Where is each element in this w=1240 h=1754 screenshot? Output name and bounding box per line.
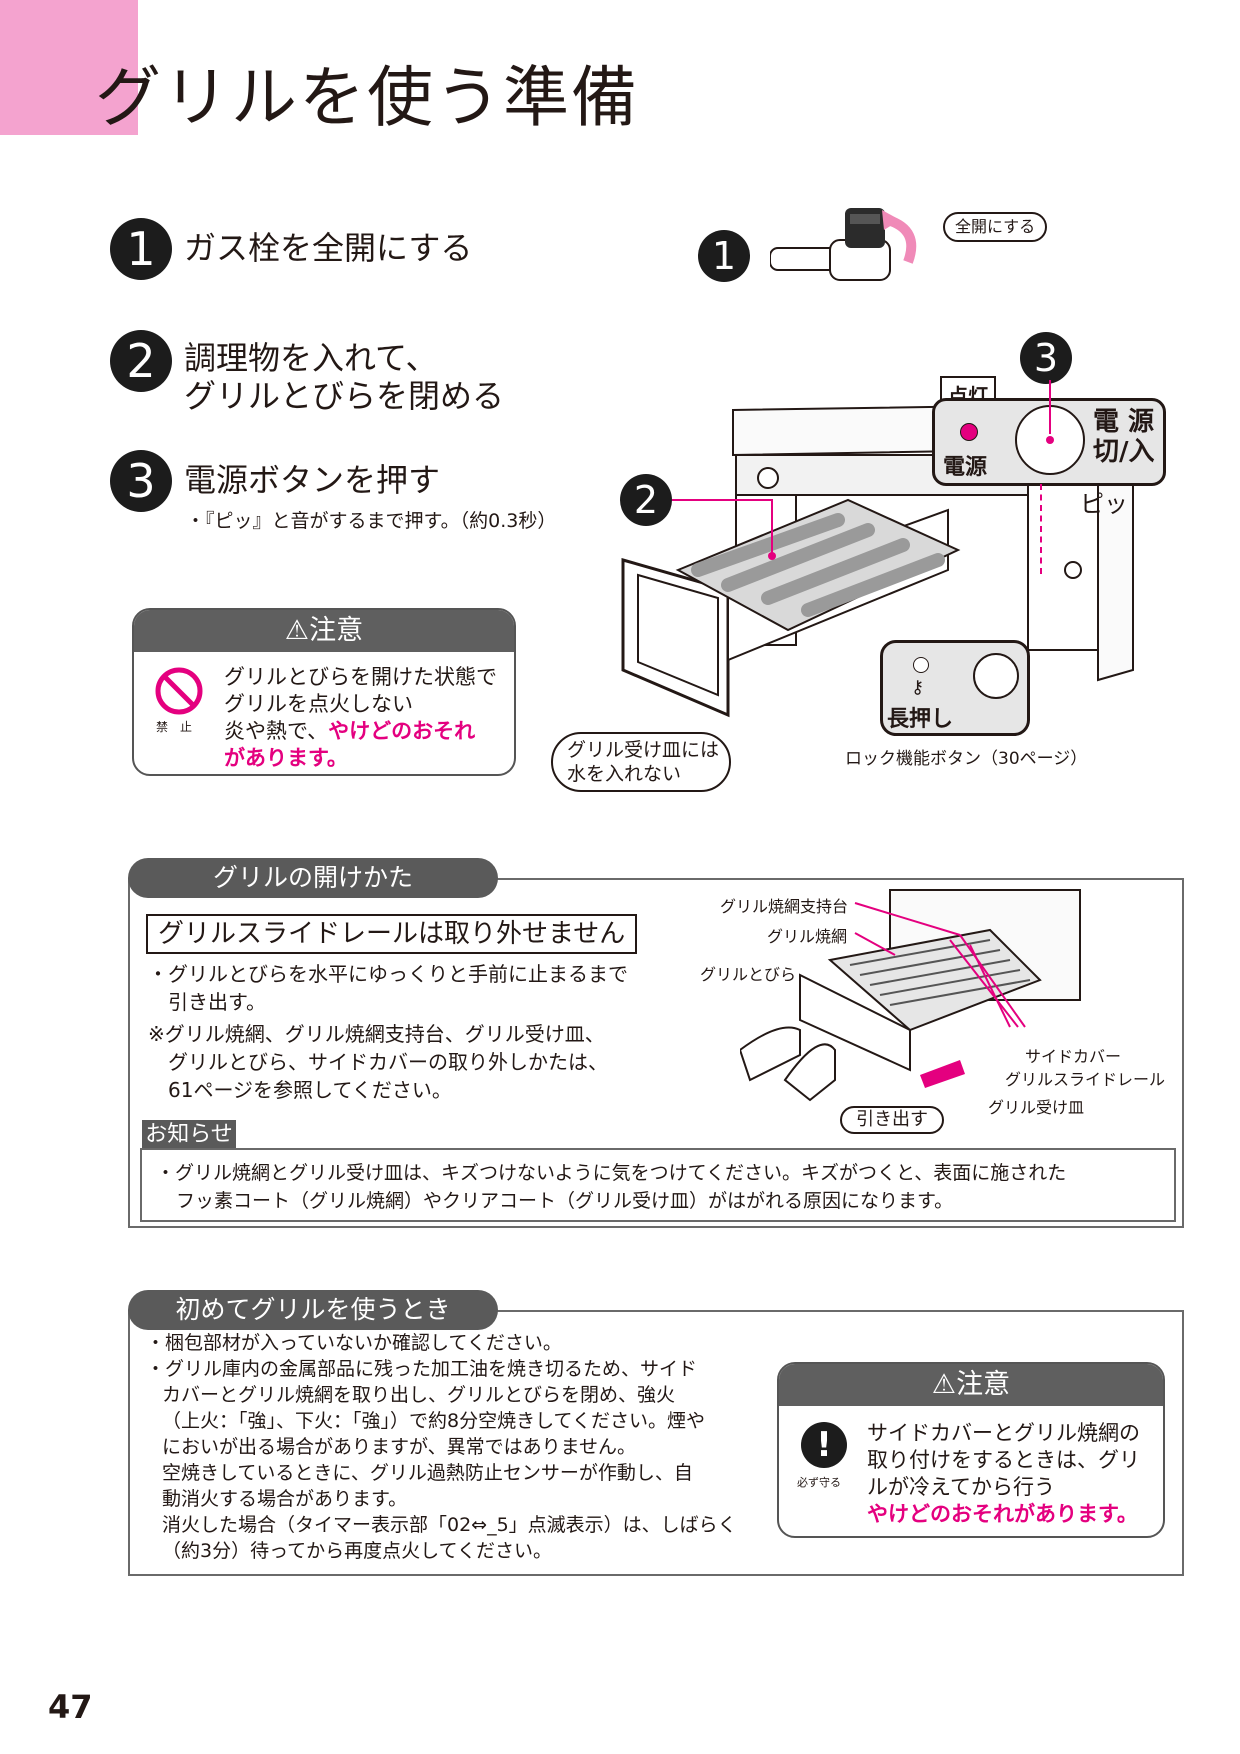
step-2-title-line2: グリルとびらを閉める <box>184 377 505 415</box>
step-1-title: ガス栓を全開にする <box>184 229 473 267</box>
lock-button-caption: ロック機能ボタン（30ページ） <box>845 749 1088 769</box>
step-2-title-line1: 調理物を入れて、 <box>184 339 438 377</box>
caution-box-prohibition: ⚠注意 禁 止 グリルとびらを開けた状態で グリルを点火しない 炎や熱で、やけど… <box>132 608 516 776</box>
grill-open-illustration <box>740 889 1081 1102</box>
caution-2-line-1: サイドカバーとグリル焼網の <box>867 1421 1140 1445</box>
title-accent-block <box>0 0 138 135</box>
open-note-line-2: グリルとびら、サイドカバーの取り外しかたは、 <box>168 1050 608 1074</box>
first-use-line-5: においが出る場合がありますが、異常ではありません。 <box>162 1436 637 1458</box>
step-1-number: 1 <box>110 218 172 280</box>
info-line-2: フッ素コート（グリル焼網）やクリアコート（グリル受け皿）がはがれる原因になります… <box>176 1190 954 1212</box>
pull-out-label: 引き出す <box>840 1106 944 1134</box>
caution-header: ⚠注意 <box>134 610 514 652</box>
open-note-line-1: ※グリル焼網、グリル焼網支持台、グリル受け皿、 <box>148 1022 605 1046</box>
label-side-cover: サイドカバー <box>1025 1047 1122 1066</box>
info-box <box>140 1148 1176 1222</box>
lock-button[interactable] <box>973 653 1019 699</box>
warning-triangle-icon: ⚠ <box>931 1369 957 1400</box>
first-use-line-4: （上火：「強」、下火：「強」）で約8分空焼きしてください。煙や <box>162 1410 705 1432</box>
caution-line-4: があります。 <box>224 746 348 770</box>
tray-water-bubble: グリル受け皿には 水を入れない <box>551 732 731 792</box>
step-3-note: ・『ピッ』と音がするまで押す。（約0.3秒） <box>186 510 557 532</box>
caution-2-line-3: ルが冷えてから行う <box>867 1475 1055 1499</box>
label-rack-support: グリル焼網支持台 <box>720 897 849 916</box>
power-button-label-1: 電 源 <box>1093 407 1155 437</box>
first-use-line-8: 消火した場合（タイマー表示部「02⇔_5」点滅表示）は、しばらく <box>162 1514 737 1536</box>
page-number: 47 <box>48 1688 93 1726</box>
illustration-callout-1: 1 <box>698 230 750 282</box>
open-note-line-3: 61ページを参照してください。 <box>168 1078 452 1102</box>
gas-valve-illustration <box>770 208 917 281</box>
first-use-line-2: ・グリル庫内の金属部品に残った加工油を焼き切るため、サイド <box>146 1358 698 1380</box>
lock-lamp <box>913 657 929 673</box>
power-lamp-label: 電源 <box>943 455 988 480</box>
caution-line-1: グリルとびらを開けた状態で <box>224 665 497 689</box>
first-use-line-9: （約3分）待ってから再度点火してください。 <box>162 1540 552 1562</box>
label-tray: グリル受け皿 <box>988 1098 1085 1117</box>
first-use-line-3: カバーとグリル焼網を取り出し、グリルとびらを閉め、強火 <box>162 1384 676 1406</box>
prohibition-label: 禁 止 <box>156 720 193 734</box>
prohibition-icon <box>155 667 203 715</box>
caution-box-mandatory: ⚠注意 ! 必ず守る サイドカバーとグリル焼網の 取り付けをするときは、グリ ル… <box>777 1362 1165 1538</box>
step-3-title: 電源ボタンを押す <box>184 461 441 499</box>
grill-range-illustration <box>621 403 1134 718</box>
callout-2-leader <box>672 499 776 560</box>
open-section-tab: グリルの開けかた <box>128 858 498 898</box>
first-use-tab: 初めてグリルを使うとき <box>128 1290 498 1330</box>
open-bullet-line-1: ・グリルとびらを水平にゆっくりと手前に止まるまで <box>148 962 628 986</box>
exclamation-icon: ! <box>801 1422 847 1468</box>
valve-open-label: 全開にする <box>943 212 1048 242</box>
callout-3-leader <box>1049 380 1051 434</box>
label-slide-rail: グリルスライドレール <box>1005 1070 1166 1089</box>
open-bullet-line-2: 引き出す。 <box>168 990 266 1014</box>
caution-line-2: グリルを点火しない <box>224 692 413 716</box>
lock-panel: ⚷ 長押し <box>880 640 1030 736</box>
first-use-line-7: 動消火する場合があります。 <box>162 1488 408 1510</box>
label-rack: グリル焼網 <box>767 927 848 946</box>
info-line-1: ・グリル焼網とグリル受け皿は、キズつけないように気をつけてください。キズがつくと… <box>156 1162 1067 1184</box>
illustration-callout-2: 2 <box>620 474 672 526</box>
caution-2-line-4: やけどのおそれがあります。 <box>867 1502 1138 1526</box>
power-panel-dash-leader <box>1040 484 1044 574</box>
illustration-callout-3: 3 <box>1020 332 1072 384</box>
lock-long-press-label: 長押し <box>887 707 954 732</box>
step-3-number: 3 <box>110 450 172 512</box>
power-panel: 電源 電 源 切/入 <box>932 398 1166 486</box>
power-lamp <box>960 423 978 441</box>
info-tab: お知らせ <box>142 1120 236 1150</box>
label-door: グリルとびら <box>700 965 797 984</box>
page-title: グリルを使う準備 <box>95 59 639 136</box>
key-icon: ⚷ <box>911 677 925 698</box>
open-label-leaders <box>854 902 1026 1028</box>
caution-2-header: ⚠注意 <box>779 1364 1163 1406</box>
caution-2-line-2: 取り付けをするときは、グリ <box>867 1448 1140 1472</box>
step-2-number: 2 <box>110 330 172 392</box>
power-button-label-2: 切/入 <box>1093 437 1155 467</box>
warning-triangle-icon: ⚠ <box>284 615 310 646</box>
first-use-line-6: 空焼きしているときに、グリル過熱防止センサーが作動し、自 <box>162 1462 693 1484</box>
caution-line-3: 炎や熱で、やけどのおそれ <box>224 719 476 743</box>
beep-sound-label: ピッ <box>1080 490 1128 518</box>
slide-rail-notice: グリルスライドレールは取り外せません <box>146 914 638 954</box>
mandatory-label: 必ず守る <box>797 1476 841 1489</box>
first-use-line-1: ・梱包部材が入っていないか確認してください。 <box>146 1332 562 1354</box>
